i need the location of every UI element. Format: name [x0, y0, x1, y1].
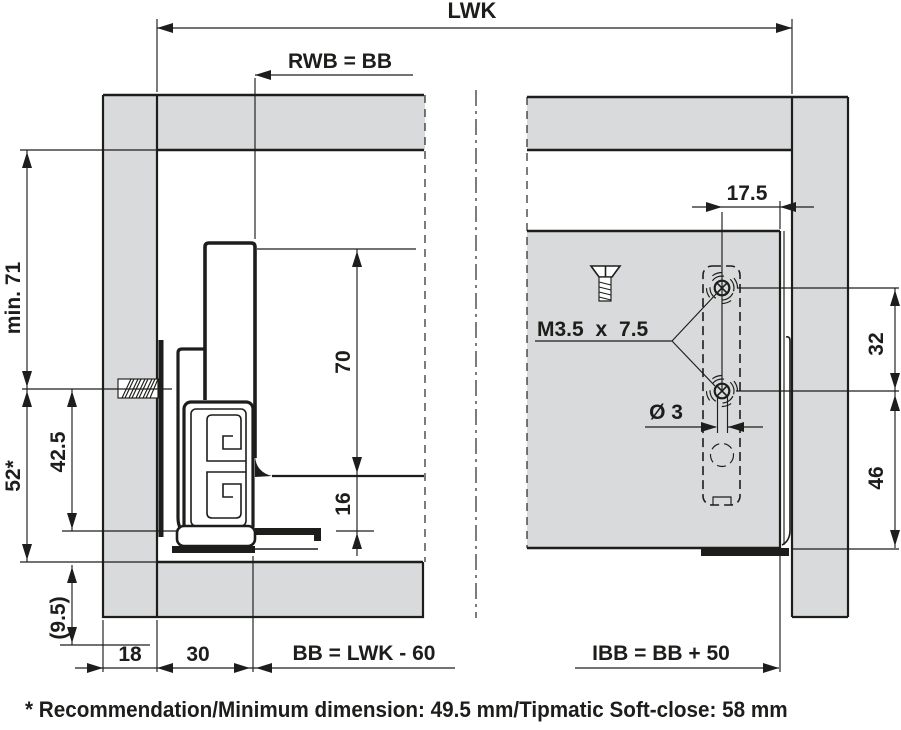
dim-dia3-label: Ø 3 [649, 401, 683, 424]
dim-52-label: 52* [2, 459, 25, 491]
dim-ibb-label: IBB = BB + 50 [592, 642, 730, 665]
dim-screw-spec-label: M3.5 x 7.5 [537, 318, 649, 341]
dim-32-label: 32 [865, 332, 888, 355]
slide-profile [158, 340, 321, 553]
dim-30-label: 30 [186, 643, 209, 666]
rear-bracket-plate [781, 336, 791, 546]
dim-min71-label: min. 71 [2, 262, 25, 335]
dim-42-5-label: 42.5 [47, 431, 70, 472]
slide-foot [175, 524, 257, 548]
cabinet-top-panel-right [527, 97, 792, 150]
countersunk-screw-icon [589, 265, 622, 302]
dim-9-5-label: (9.5) [47, 596, 70, 639]
footnote: * Recommendation/Minimum dimension: 49.5… [25, 697, 788, 722]
dim-17-5-label: 17.5 [727, 182, 768, 205]
cabinet-side-panel-right [792, 97, 848, 617]
fillet [255, 456, 272, 477]
dim-lwk-label: LWK [448, 0, 497, 23]
pilot-hole-icon [709, 442, 735, 468]
dim-46-label: 46 [865, 466, 888, 489]
screw-hole-top-icon [705, 271, 739, 305]
front-section-view [22, 93, 426, 619]
rear-view [526, 95, 850, 619]
drawer-back-panel [527, 231, 780, 548]
screw-hole-bottom-icon [705, 374, 739, 408]
cabinet-side-panel-left [103, 95, 157, 617]
cabinet-bottom-panel [157, 562, 423, 617]
installation-drawing: LWK RWB = BB min. 71 52* 42.5 (9.5) 70 1… [2, 0, 900, 673]
drawer-bottom-underside [255, 528, 321, 541]
dim-rwb-label: RWB = BB [288, 50, 392, 73]
rear-bracket-outline [702, 265, 741, 506]
rear-bracket-foot [701, 548, 789, 556]
dim-70-label: 70 [332, 350, 355, 373]
cabinet-top-panel [157, 95, 425, 150]
dim-18-label: 18 [118, 643, 142, 666]
dimension-lines: LWK RWB = BB min. 71 52* 42.5 (9.5) 70 1… [2, 0, 900, 673]
dim-16-label: 16 [332, 492, 355, 515]
dim-bb-label: BB = LWK - 60 [293, 642, 436, 665]
